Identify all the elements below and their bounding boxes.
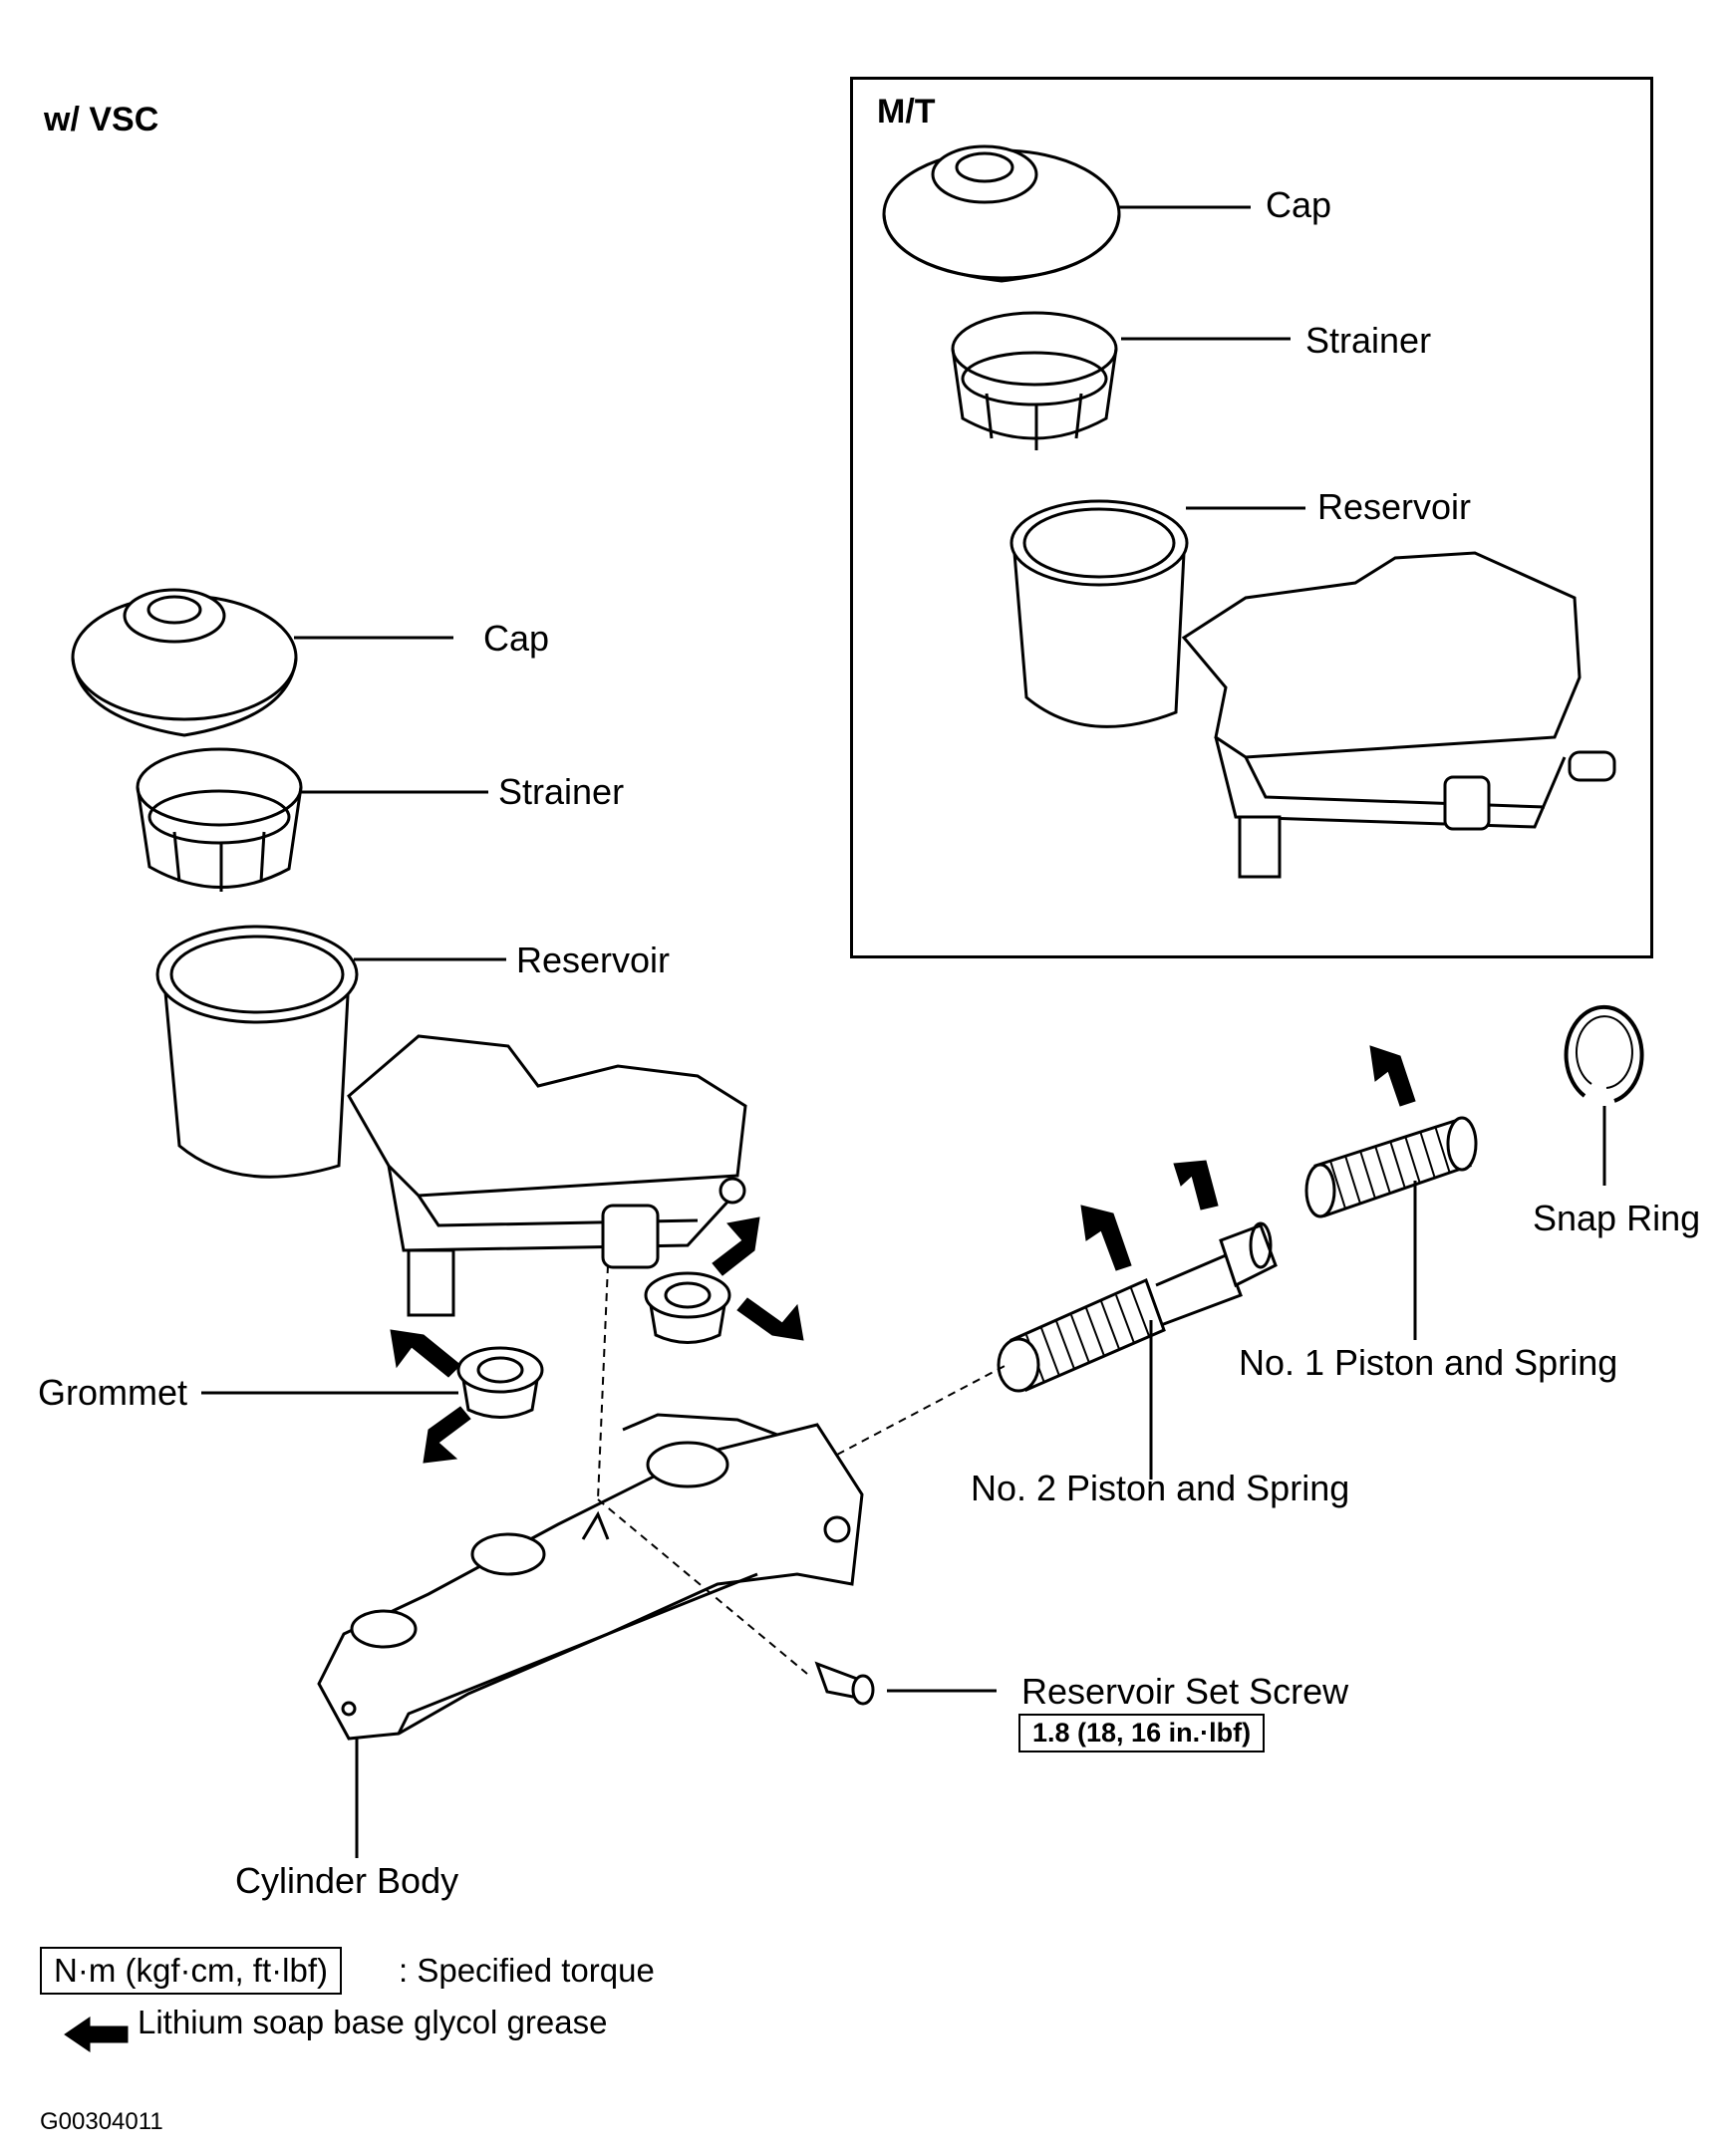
legend-torque-box: N·m (kgf·cm, ft·lbf) <box>40 1947 342 1995</box>
mt-inset-frame <box>850 77 1653 958</box>
inset-cap-label: Cap <box>1266 184 1332 225</box>
inset-reservoir-drawing <box>1009 499 1616 879</box>
cylinder-body-drawing <box>317 1413 864 1741</box>
reservoir-label: Reservoir <box>516 940 671 980</box>
set-screw-drawing <box>814 1661 875 1706</box>
snap-ring-drawing <box>1564 1004 1644 1103</box>
no1-piston-label: No. 1 Piston and Spring <box>1239 1342 1618 1383</box>
strainer-label: Strainer <box>498 771 625 812</box>
cylinder-body-label: Cylinder Body <box>235 1860 459 1901</box>
grease-arrow-icons <box>64 1045 1416 2052</box>
page-title: w/ VSC <box>44 101 159 138</box>
set-screw-label: Reservoir Set Screw <box>1021 1671 1349 1712</box>
grommet-label: Grommet <box>38 1372 188 1413</box>
inset-reservoir-label: Reservoir <box>1317 486 1472 527</box>
no2-piston-label: No. 2 Piston and Spring <box>971 1468 1350 1508</box>
cap-drawing <box>71 588 298 737</box>
inset-title: M/T <box>877 93 936 131</box>
grommet-drawings <box>456 1271 731 1419</box>
main-leader-lines <box>201 636 1606 1858</box>
figure-id: G00304011 <box>40 2108 163 2135</box>
no1-piston-drawing <box>1304 1116 1478 1218</box>
cap-label: Cap <box>483 618 550 659</box>
inset-strainer-drawing <box>951 311 1118 450</box>
legend-grease-desc: Lithium soap base glycol grease <box>138 2004 608 2040</box>
reservoir-drawing <box>155 925 747 1317</box>
snap-ring-label: Snap Ring <box>1533 1198 1701 1238</box>
inset-leader-lines <box>1119 205 1305 510</box>
inset-strainer-label: Strainer <box>1305 320 1432 361</box>
set-screw-torque-box: 1.8 (18, 16 in.·lbf) <box>1018 1714 1266 1752</box>
no2-piston-drawing <box>997 1221 1278 1393</box>
assembly-dashed-lines <box>597 1264 1008 1675</box>
strainer-drawing <box>136 747 303 892</box>
legend-torque-desc: : Specified torque <box>399 1952 655 1989</box>
inset-cap-drawing <box>882 144 1121 283</box>
